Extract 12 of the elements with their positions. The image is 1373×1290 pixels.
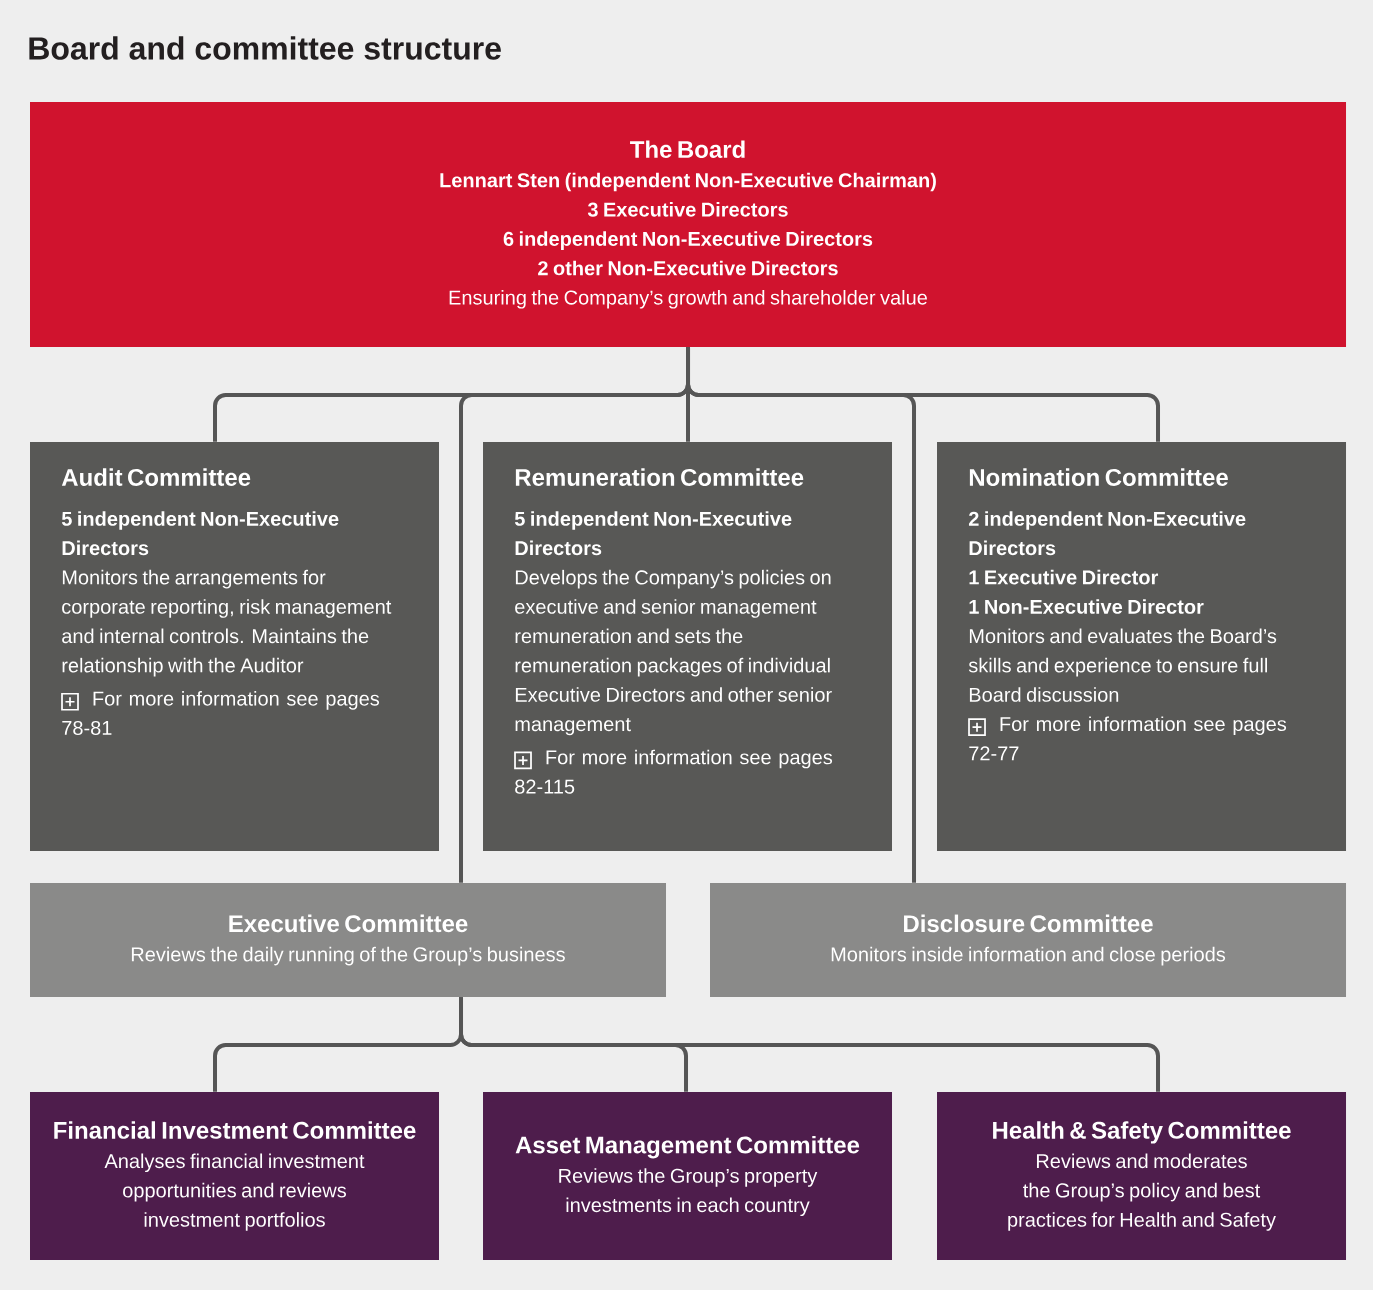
- title: Board and committee structure: [29, 36, 501, 60]
- committee-box: Disclosure Committee Monitors inside information and close periods: [710, 883, 1346, 997]
- committee-box: Audit Committee 5 independent Non-Executive Directors Monitors the arrangements for corporate reporting, risk management and internal controls. Maintains the relationship with the Auditor For more information see pages 78-81: [30, 442, 439, 851]
- committee-box: Asset Management Committee Reviews the Group’s property investments in each country: [483, 1092, 892, 1260]
- connector-line: [686, 347, 916, 883]
- connector-line: [459, 997, 1160, 1092]
- committee-box: Health & Safety Committee Reviews and moderates the Group’s policy and best practices for Health and Safety: [937, 1092, 1346, 1260]
- committee-box: Financial Investment Committee Analyses financial investment opportunities and reviews investment portfolios: [30, 1092, 439, 1260]
- board-box: The Board Lennart Sten (independent Non-Executive Chairman) 3 Executive Directors 6 independent Non-Executive Directors 2 other Non-Executive Directors Ensuring the Company’s growth and shareholder value: [30, 102, 1346, 347]
- committee-box: Executive Committee Reviews the daily running of the Group’s business: [30, 883, 666, 997]
- committee-box: Nomination Committee 2 independent Non-Executive Directors 1 Executive Director 1 Non-Executive Director Monitors and evaluates the Board’s skills and experience to ensure full Board discussion For more information see pages 72-77: [937, 442, 1346, 851]
- committee-box: Remuneration Committee 5 independent Non-Executive Directors Develops the Company’s policies on executive and senior management remuneration and sets the remuneration packages of individual Executive Directors and other senior management For more information see pages 82-115: [483, 442, 892, 851]
